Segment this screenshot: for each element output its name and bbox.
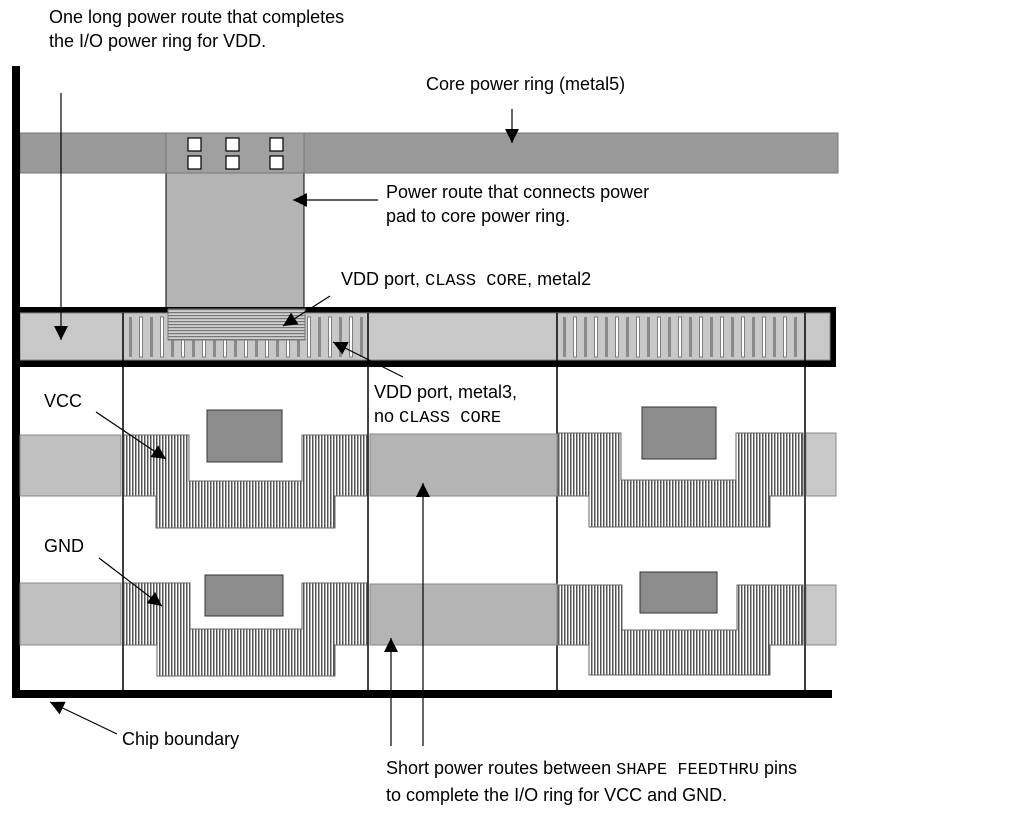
label-line: the I/O power ring for VDD. bbox=[49, 31, 267, 51]
via bbox=[225, 155, 240, 170]
label-vcc: VCC bbox=[44, 391, 83, 411]
gnd-feedthru-cell2 bbox=[123, 582, 368, 677]
label-chip-boundary: Chip boundary bbox=[122, 729, 240, 749]
arrow-vdd-port-metal3 bbox=[332, 341, 404, 378]
vcc-feedthru-cell4 bbox=[557, 432, 804, 528]
label-text: pins bbox=[758, 758, 797, 778]
vdd-port-stripe bbox=[339, 317, 342, 357]
vcc-route-left bbox=[19, 434, 122, 497]
label-vdd-port-metal3: VDD port, metal3, no CLASS CORE bbox=[374, 380, 517, 431]
vdd-io-ring bbox=[19, 312, 831, 361]
pad-to-core-route bbox=[165, 172, 305, 311]
vdd-port-stripe bbox=[594, 316, 598, 358]
vdd-port-metal2 bbox=[167, 308, 306, 341]
vdd-port-stripe bbox=[584, 317, 587, 357]
pad-block bbox=[639, 571, 718, 614]
vdd-port-stripe bbox=[160, 316, 164, 358]
label-gnd: GND bbox=[44, 536, 84, 556]
vdd-port-stripe bbox=[731, 317, 734, 357]
vdd-port-stripe bbox=[741, 316, 745, 358]
vdd-port-stripe bbox=[360, 317, 363, 357]
pad-block bbox=[204, 574, 284, 617]
label-line: Short power routes between SHAPE FEEDTHR… bbox=[386, 756, 797, 783]
vdd-port-stripe bbox=[783, 316, 787, 358]
vdd-port-stripe bbox=[563, 317, 566, 357]
vcc-feedthru-cell2 bbox=[123, 434, 368, 529]
vdd-port-stripe bbox=[307, 316, 311, 358]
label-code: CLASS CORE bbox=[399, 409, 502, 428]
arrow-gnd bbox=[98, 557, 163, 607]
label-line: pad to core power ring. bbox=[386, 206, 571, 226]
label-text: , metal2 bbox=[527, 269, 592, 289]
chip-boundary-bottom bbox=[12, 690, 832, 698]
vdd-port-stripe bbox=[699, 316, 703, 358]
via bbox=[225, 137, 240, 152]
vdd-port-stripe bbox=[720, 316, 724, 358]
label-code: CLASS CORE bbox=[425, 272, 528, 291]
label-vdd-port-core: VDD port, CLASS CORE, metal2 bbox=[341, 267, 591, 294]
vdd-port-stripe bbox=[773, 317, 776, 357]
label-line: Power route that connects power bbox=[386, 182, 650, 202]
pad-block bbox=[206, 409, 283, 463]
vdd-port-stripe bbox=[328, 316, 332, 358]
via bbox=[269, 137, 284, 152]
vcc-route-mid bbox=[369, 433, 558, 497]
label-line: VDD port, metal3, bbox=[374, 382, 518, 402]
via bbox=[269, 155, 284, 170]
vdd-port-stripe bbox=[636, 316, 640, 358]
vdd-port-stripe bbox=[668, 317, 671, 357]
via bbox=[187, 155, 202, 170]
vdd-port-stripe bbox=[626, 317, 629, 357]
vdd-port-stripe bbox=[762, 316, 766, 358]
label-line: to complete the I/O ring for VCC and GND… bbox=[386, 785, 728, 805]
label-text: no bbox=[374, 406, 400, 426]
gnd-feedthru-cell4 bbox=[557, 584, 804, 676]
vdd-port-stripe bbox=[605, 317, 608, 357]
arrow-chip-boundary bbox=[49, 701, 118, 735]
label-text: Short power routes between bbox=[386, 758, 617, 778]
vdd-port-stripe bbox=[657, 316, 661, 358]
gnd-route-mid bbox=[369, 583, 558, 646]
label-core-ring: Core power ring (metal5) bbox=[426, 74, 626, 94]
core-power-ring bbox=[19, 132, 839, 174]
vdd-port-stripe bbox=[615, 316, 619, 358]
vdd-port-stripe bbox=[318, 317, 321, 357]
label-code: SHAPE FEEDTHRU bbox=[616, 761, 759, 780]
label-line: One long power route that completes bbox=[49, 7, 345, 27]
pad-block bbox=[641, 406, 717, 460]
vdd-port-stripe bbox=[678, 316, 682, 358]
vdd-port-stripes-cell4 bbox=[563, 316, 797, 358]
vdd-port-stripe bbox=[349, 316, 353, 358]
label-power-route: Power route that connects power pad to c… bbox=[386, 180, 649, 228]
label-vdd-long-route: One long power route that completes the … bbox=[49, 5, 344, 53]
gnd-route-right bbox=[805, 584, 837, 646]
label-line: no CLASS CORE bbox=[374, 404, 517, 431]
label-short-routes: Short power routes between SHAPE FEEDTHR… bbox=[386, 756, 797, 807]
vdd-port-stripe bbox=[129, 317, 132, 357]
arrow-vcc bbox=[95, 411, 167, 460]
arrow-vdd-port-metal2 bbox=[282, 295, 331, 327]
vdd-port-stripe bbox=[573, 316, 577, 358]
via bbox=[187, 137, 202, 152]
vdd-port-stripe bbox=[139, 316, 143, 358]
vdd-port-stripe bbox=[150, 317, 153, 357]
chip-boundary-left bbox=[12, 66, 20, 698]
vdd-port-stripe bbox=[689, 317, 692, 357]
vdd-port-stripe bbox=[752, 317, 755, 357]
via-array bbox=[187, 137, 284, 170]
vcc-route-right bbox=[805, 432, 837, 497]
vdd-port-stripe bbox=[710, 317, 713, 357]
label-text: VDD port, bbox=[341, 269, 426, 289]
vdd-port-stripe bbox=[647, 317, 650, 357]
gnd-route-left bbox=[19, 582, 122, 646]
vdd-port-stripe bbox=[794, 317, 797, 357]
